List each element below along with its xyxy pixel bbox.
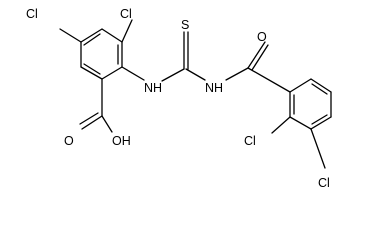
atom-label-nh-left: NH bbox=[144, 81, 162, 95]
left-benzene-ring bbox=[80, 28, 123, 80]
right-benzene-ring bbox=[289, 78, 332, 130]
left-ring-substituent-bonds bbox=[59, 19, 145, 133]
atom-label-cl-top-right: Cl bbox=[120, 7, 132, 21]
atom-label-cl-meta: Cl bbox=[318, 176, 330, 190]
atom-label-s-thione: S bbox=[181, 18, 189, 32]
right-ring-substituent-bonds bbox=[271, 116, 326, 169]
atom-label-nh-right: NH bbox=[205, 81, 223, 95]
atom-labels: Cl Cl S O NH NH O OH Cl Cl bbox=[26, 7, 330, 190]
atom-label-o-amide: O bbox=[257, 30, 267, 44]
structure-diagram: Cl Cl S O NH NH O OH Cl Cl bbox=[26, 7, 332, 190]
atom-label-oh-acid: OH bbox=[112, 134, 131, 148]
atom-label-cl-top-left: Cl bbox=[26, 7, 38, 21]
atom-label-o-acid: O bbox=[64, 134, 74, 148]
atom-label-cl-ortho: Cl bbox=[244, 134, 256, 148]
amide-carbonyl bbox=[225, 41, 291, 93]
thiourea-linker bbox=[161, 31, 206, 82]
